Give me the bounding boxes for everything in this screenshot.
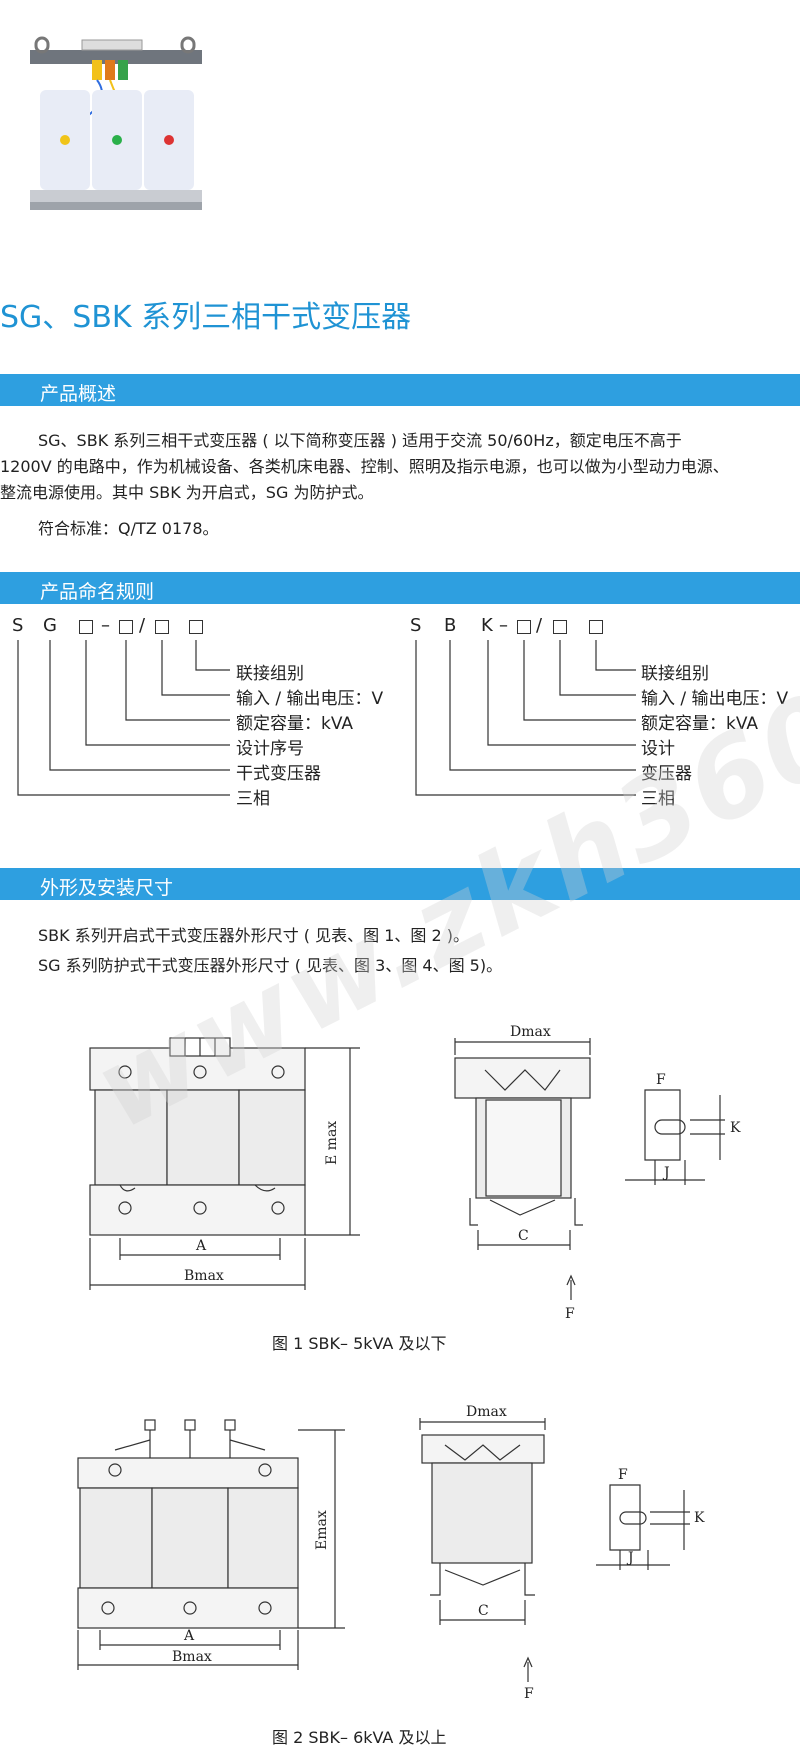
dim-label-C: C — [478, 1603, 489, 1619]
code-char: S — [12, 615, 24, 636]
dim-label-E: E max — [324, 1121, 340, 1165]
naming-label: 干式变压器 — [236, 764, 321, 784]
overview-line: 整流电源使用。其中 SBK 为开启式，SG 为防护式。 — [0, 483, 374, 502]
naming-label: 联接组别 — [641, 664, 709, 684]
page-title: SG、SBK 系列三相干式变压器 — [0, 300, 412, 335]
section-title: 外形及安装尺寸 — [40, 877, 174, 899]
naming-label: 变压器 — [641, 764, 692, 784]
code-slash: / — [536, 615, 543, 636]
overview-text: SG、SBK 系列三相干式变压器 ( 以下简称变压器 ) 适用于交流 50/60… — [38, 428, 682, 454]
figure-1-drawing: E max A Bmax Dmax C F F K J — [89, 1024, 741, 1322]
code-dash: – — [101, 615, 110, 636]
dim-label-K: K — [694, 1510, 705, 1526]
section-title: 产品命名规则 — [40, 581, 155, 603]
figure-2-caption: 图 2 SBK– 6kVA 及以上 — [272, 1728, 447, 1747]
code-box — [79, 620, 93, 634]
dim-label-F: F — [524, 1686, 534, 1700]
code-box — [553, 620, 567, 634]
dim-label-B: Bmax — [172, 1649, 212, 1665]
dim-label-F: F — [565, 1306, 575, 1322]
dim-label-D: Dmax — [466, 1404, 507, 1420]
section-header-dimensions: 外形及安装尺寸 — [0, 868, 800, 900]
naming-label: 设计序号 — [236, 739, 304, 759]
figure-2-drawing: Emax A Bmax Dmax C F F K J — [77, 1404, 705, 1700]
naming-label: 三相 — [236, 789, 270, 809]
dim-label-B: Bmax — [184, 1268, 224, 1284]
dim-label-C: C — [518, 1228, 529, 1244]
naming-label: 输入 / 输出电压：V — [641, 689, 789, 709]
naming-label: 额定容量：kVA — [236, 714, 354, 734]
dimensions-line: SG 系列防护式干式变压器外形尺寸 ( 见表、图 3、图 4、图 5)。 — [38, 956, 503, 975]
dim-label-J: J — [662, 1165, 670, 1181]
code-char: S — [410, 615, 422, 636]
naming-diagram-lines — [17, 640, 636, 796]
code-box — [589, 620, 603, 634]
dim-label-D: Dmax — [510, 1024, 551, 1040]
code-char: G — [43, 615, 57, 636]
dimensions-line: SBK 系列开启式干式变压器外形尺寸 ( 见表、图 1、图 2 )。 — [38, 926, 469, 945]
code-box — [189, 620, 203, 634]
product-photo — [22, 30, 212, 220]
dim-label-K: K — [730, 1120, 741, 1136]
dim-label-E: Emax — [314, 1510, 330, 1550]
section-header-overview: 产品概述 — [0, 374, 800, 406]
dim-label-A: A — [183, 1628, 195, 1644]
naming-label: 三相 — [641, 789, 675, 809]
dim-label-A: A — [195, 1238, 207, 1254]
standard-text: 符合标准：Q/TZ 0178。 — [38, 519, 219, 538]
code-box — [517, 620, 531, 634]
figure-1-caption: 图 1 SBK– 5kVA 及以下 — [272, 1334, 447, 1353]
overview-text-2: 1200V 的电路中，作为机械设备、各类机床电器、控制、照明及指示电源，也可以做… — [0, 454, 729, 506]
naming-label: 联接组别 — [236, 664, 304, 684]
code-slash: / — [139, 615, 146, 636]
dim-label-J: J — [626, 1550, 634, 1566]
naming-label: 输入 / 输出电压：V — [236, 689, 384, 709]
code-box — [155, 620, 169, 634]
code-dash: – — [499, 615, 508, 636]
code-box — [119, 620, 133, 634]
section-title: 产品概述 — [40, 383, 117, 405]
overview-line: 1200V 的电路中，作为机械设备、各类机床电器、控制、照明及指示电源，也可以做… — [0, 457, 729, 476]
dimensions-text: SBK 系列开启式干式变压器外形尺寸 ( 见表、图 1、图 2 )。 SG 系列… — [38, 923, 502, 979]
overview-line: SG、SBK 系列三相干式变压器 ( 以下简称变压器 ) 适用于交流 50/60… — [38, 431, 682, 450]
naming-label: 设计 — [641, 739, 675, 759]
code-char: K — [481, 615, 493, 636]
dim-label-F2: F — [618, 1467, 628, 1483]
naming-label: 额定容量：kVA — [641, 714, 759, 734]
section-header-naming: 产品命名规则 — [0, 572, 800, 604]
code-char: B — [444, 615, 457, 636]
dim-label-F2: F — [656, 1072, 666, 1088]
